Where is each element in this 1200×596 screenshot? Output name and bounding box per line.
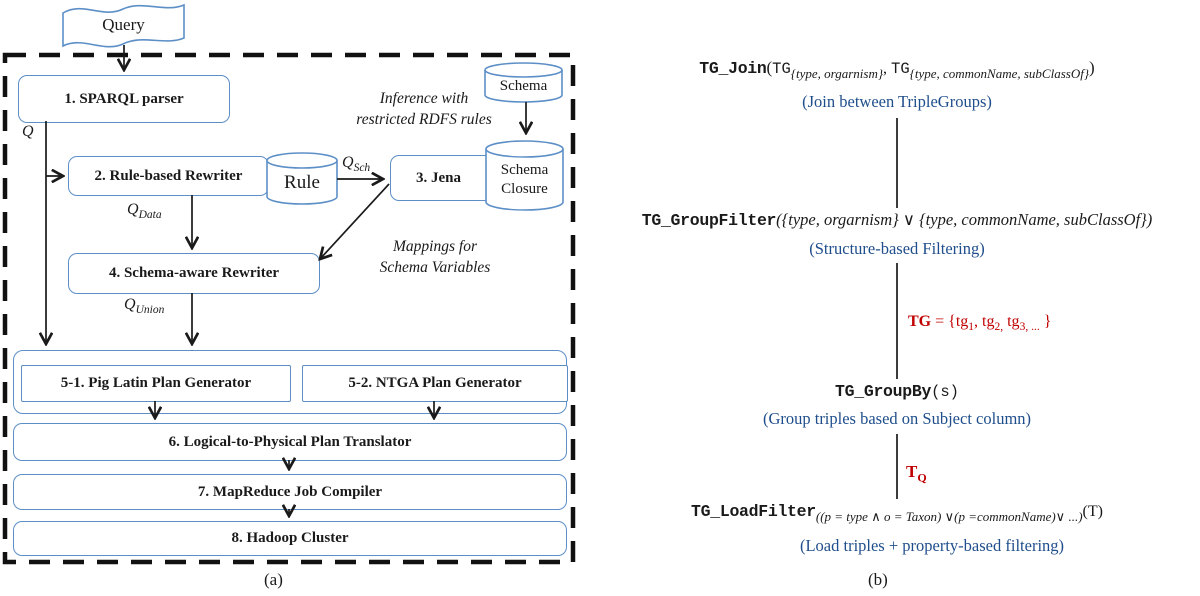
box-rule-based-rewriter-label: 2. Rule-based Rewriter: [94, 167, 243, 184]
box-schema-aware-rewriter-label: 4. Schema-aware Rewriter: [108, 265, 280, 281]
caption-groupby: (Group triples based on Subject column): [762, 409, 1032, 428]
tg-groupfilter-op: TG_GroupFilter: [641, 211, 777, 230]
tg-set-p2: = {tg: [931, 313, 969, 330]
box-mapreduce-job-compiler-label: 7. MapReduce Job Compiler: [197, 483, 383, 500]
tg-loadfilter-tail: (T): [1082, 503, 1103, 520]
box-sparql-parser-label: 1. SPARQL parser: [64, 90, 184, 107]
tq-base: T: [906, 462, 918, 481]
schema-closure-line2: Closure: [501, 181, 548, 197]
tg-set-tg: TG: [908, 313, 932, 330]
box-ntga-plan-generator: 5-2. NTGA Plan Generator: [302, 365, 568, 402]
box-logical-to-physical-translator-label: 6. Logical-to-Physical Plan Translator: [168, 433, 412, 450]
schema-closure-cylinder-label: Schema Closure: [486, 161, 563, 199]
tg-groupby-args: (s): [931, 383, 959, 401]
box-hadoop-cluster: 8. Hadoop Cluster: [13, 521, 567, 556]
box-schema-aware-rewriter: 4. Schema-aware Rewriter: [68, 253, 320, 294]
box-mapreduce-job-compiler: 7. MapReduce Job Compiler: [13, 474, 567, 510]
edge-label-q: Q: [22, 123, 34, 140]
tg-groupfilter-args: ({type, orgarnism} ∨ {type, commonName, …: [776, 210, 1153, 229]
tg-set-p3: , tg: [974, 313, 995, 330]
box-jena-label: 3. Jena: [416, 169, 461, 186]
inference-note-line1: Inference with: [379, 90, 469, 107]
tg-join-op: TG_Join: [699, 59, 767, 78]
tq-label: TQ: [906, 462, 927, 485]
box-rule-based-rewriter: 2. Rule-based Rewriter: [68, 156, 269, 196]
tg-join-open-paren: (: [766, 58, 773, 77]
caption-loadfilter: (Load triples + property-based filtering…: [799, 536, 1065, 555]
tg-join-tg2: TG: [891, 60, 910, 78]
tg-join-sub2: {type, commonName, subClassOf}: [909, 66, 1090, 81]
schema-closure-line1: Schema: [500, 162, 549, 178]
box-sparql-parser: 1. SPARQL parser: [18, 75, 230, 123]
inference-note: Inference with restricted RDFS rules: [328, 88, 520, 130]
tg-set-s3: 3, ...: [1019, 321, 1040, 334]
edge-label-q-union: QUnion: [124, 296, 164, 316]
tg-set-p5: }: [1039, 313, 1052, 330]
tg-join-close-paren: ): [1089, 58, 1095, 77]
query-flag-label: Query: [102, 15, 145, 34]
q-data-sub: Data: [138, 209, 162, 222]
caption-join: (Join between TripleGroups): [802, 92, 992, 111]
tg-join-sub1: {type, orgarnism}: [790, 66, 884, 81]
formula-tg-join: TG_Join(TG{type, orgarnism}, TG{type, co…: [594, 58, 1200, 81]
tg-join-tg1: TG: [772, 60, 791, 78]
tg-loadfilter-op: TG_LoadFilter: [691, 502, 816, 521]
edge-label-q-data: QData: [127, 201, 162, 221]
caption-groupfilter: (Structure-based Filtering): [809, 239, 985, 258]
box-logical-to-physical-translator: 6. Logical-to-Physical Plan Translator: [13, 423, 567, 461]
tg-set-s2: 2,: [994, 321, 1004, 334]
q-sch-sub: Sch: [353, 162, 371, 175]
formula-tg-groupfilter: TG_GroupFilter({type, orgarnism} ∨ {type…: [594, 210, 1200, 230]
panel-a-caption: (a): [264, 570, 283, 589]
tg-groupby-op: TG_GroupBy: [835, 382, 932, 401]
tg-loadfilter-sub: ((p = type ∧ o = Taxon) ∨(p =commonName)…: [815, 509, 1083, 524]
edge-label-q-sch: QSch: [342, 154, 370, 174]
q-union-base: Q: [124, 296, 136, 313]
panel-b-caption: (b): [868, 570, 888, 589]
tq-sub: Q: [917, 470, 927, 485]
rule-cylinder-label: Rule: [284, 172, 320, 193]
q-data-base: Q: [127, 201, 139, 218]
tg-set-s1: 1: [968, 321, 975, 334]
formula-tg-loadfilter: TG_LoadFilter((p = type ∧ o = Taxon) ∨(p…: [594, 502, 1200, 524]
mappings-note: Mappings for Schema Variables: [350, 236, 520, 278]
tg-set-label: TG = {tg1, tg2, tg3, ... }: [908, 313, 1051, 333]
formula-tg-groupby: TG_GroupBy(s): [594, 382, 1200, 401]
q-sch-base: Q: [342, 154, 354, 171]
tg-join-sep: ,: [883, 60, 892, 77]
mappings-note-line1: Mappings for: [393, 238, 477, 255]
box-pig-latin-plan-generator-label: 5-1. Pig Latin Plan Generator: [60, 375, 252, 391]
box-pig-latin-plan-generator: 5-1. Pig Latin Plan Generator: [21, 365, 291, 402]
box-hadoop-cluster-label: 8. Hadoop Cluster: [231, 530, 349, 546]
tg-set-p4: tg: [1003, 313, 1020, 330]
mappings-note-line2: Schema Variables: [379, 259, 491, 276]
box-ntga-plan-generator-label: 5-2. NTGA Plan Generator: [348, 375, 522, 391]
inference-note-line2: restricted RDFS rules: [356, 111, 492, 128]
q-union-sub: Union: [135, 304, 165, 317]
